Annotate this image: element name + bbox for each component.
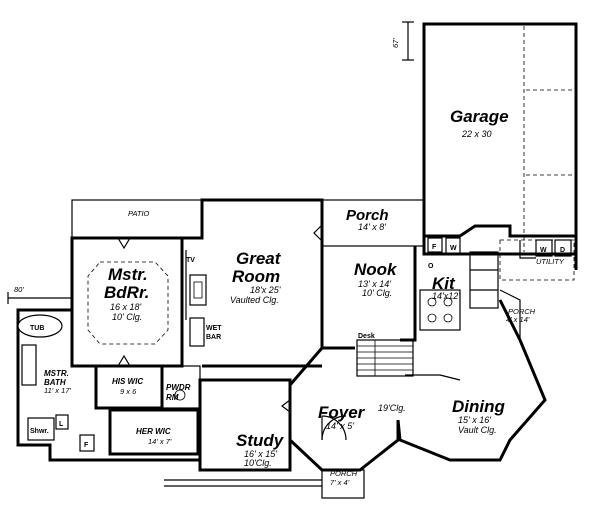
study-ceiling: 10'Clg. xyxy=(244,458,272,468)
side-porch-label: PORCH xyxy=(508,307,536,316)
kitchen-size: 14'x12' xyxy=(432,291,460,301)
study-walls xyxy=(198,378,292,472)
nook-ceiling: 10' Clg. xyxy=(362,288,392,298)
master-bath-label-2: BATH xyxy=(44,378,66,387)
kitchen-label: Kit xyxy=(432,274,456,293)
dining-ceiling: Vault Clg. xyxy=(458,425,497,435)
garage-label: Garage xyxy=(450,107,509,126)
her-wic-label: HER WIC xyxy=(136,427,171,436)
side-porch-size: 4' x 14' xyxy=(506,315,530,324)
foyer-label: Foyer xyxy=(318,403,366,422)
utility-w-label: W xyxy=(540,247,547,254)
dining-label: Dining xyxy=(452,397,505,416)
shower-label: Shwr. xyxy=(30,428,49,435)
her-wic-size: 14' x 7' xyxy=(148,437,172,446)
patio-outline xyxy=(71,199,203,239)
porch-top-size: 14' x 8' xyxy=(358,222,386,232)
garage-offset-dimension: 67' xyxy=(391,38,400,48)
porch-top-label: Porch xyxy=(346,207,389,224)
great-room-ceiling: Vaulted Clg. xyxy=(230,295,279,305)
side-porch-outline xyxy=(499,289,521,340)
garage-size: 22 x 30 xyxy=(461,129,492,139)
nook-label: Nook xyxy=(354,260,398,279)
master-bedroom-label-1: Mstr. xyxy=(108,265,148,284)
dining-size: 15' x 16' xyxy=(458,415,491,425)
nook-size: 13' x 14' xyxy=(358,279,391,289)
utility-d-label: D xyxy=(560,247,565,254)
his-wic-label: HIS WIC xyxy=(112,377,143,386)
powder-room-label-1: PWDR xyxy=(166,383,191,392)
wet-bar-label-2: BAR xyxy=(206,334,221,341)
stair xyxy=(356,339,414,377)
master-bedroom-ceiling: 10' Clg. xyxy=(112,312,142,322)
patio-label: PATIO xyxy=(128,209,150,218)
garage-w-label: W xyxy=(450,245,457,252)
front-porch-label: PORCH xyxy=(330,469,358,478)
dining-walls xyxy=(396,299,547,462)
study-label: Study xyxy=(236,431,285,450)
foyer-ceiling: 19'Clg. xyxy=(378,403,406,413)
master-bath-size: 11' x 17' xyxy=(44,386,71,395)
great-room-label-2: Room xyxy=(232,267,280,286)
great-room-label-1: Great xyxy=(236,249,282,268)
tv-label: TV xyxy=(186,257,195,264)
left-offset-dimension: 80' xyxy=(14,285,24,294)
foyer-size: 14' x 5' xyxy=(326,421,354,431)
tub-label: TUB xyxy=(30,325,44,332)
desk-label: Desk xyxy=(358,333,375,340)
master-bedroom-size: 16 x 18' xyxy=(110,302,142,312)
master-bath-walls xyxy=(7,292,201,462)
utility-label: UTILITY xyxy=(536,257,565,266)
master-bath-label-1: MSTR. xyxy=(44,369,69,378)
great-room-size: 18'x 25' xyxy=(250,285,281,295)
powder-room-label-2: RM xyxy=(166,393,179,402)
oven-label: O xyxy=(428,263,434,270)
wet-bar-label-1: WET xyxy=(206,325,222,332)
front-porch-outline xyxy=(164,469,365,499)
bath-f-label: F xyxy=(84,442,89,449)
garage-f-label: F xyxy=(432,244,437,251)
l-label: L xyxy=(59,421,64,428)
study-size: 16' x 15' xyxy=(244,449,277,459)
front-porch-size: 7' x 4' xyxy=(330,478,350,487)
porch-top-walls xyxy=(313,199,425,247)
master-bedroom-label-2: BdRr. xyxy=(104,283,149,302)
his-wic-size: 9 x 6 xyxy=(120,387,137,396)
